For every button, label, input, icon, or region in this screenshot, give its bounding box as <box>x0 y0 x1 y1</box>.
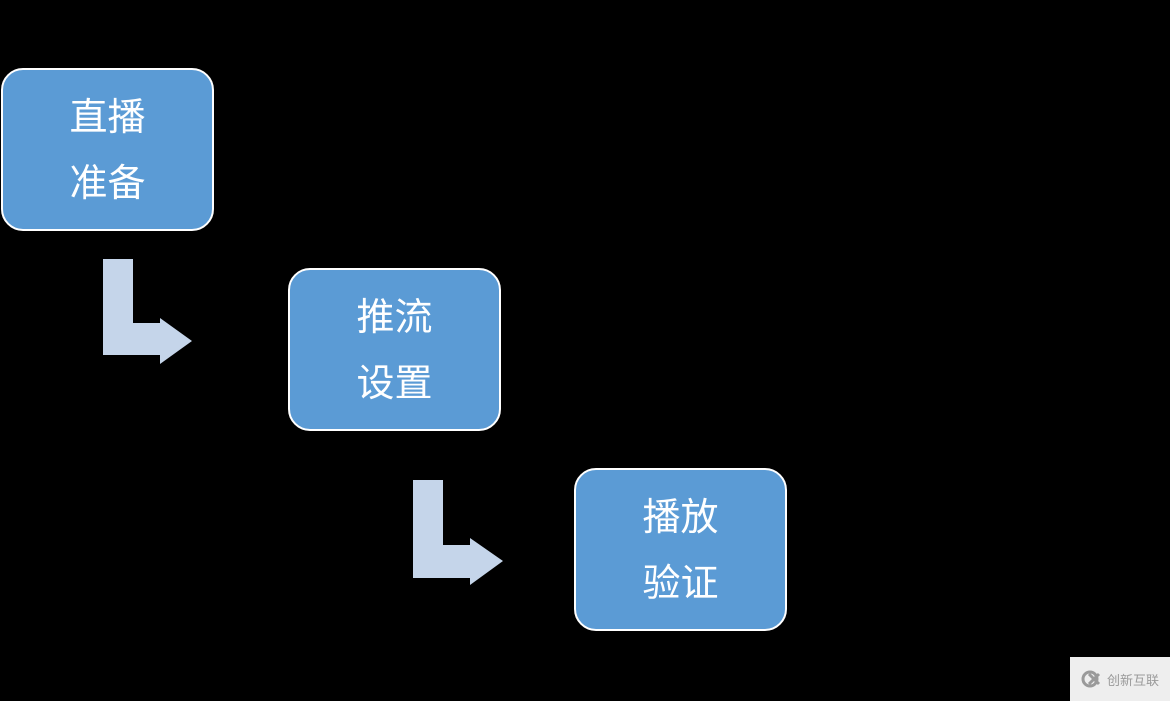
watermark: 创新互联 <box>1070 657 1170 701</box>
bent-arrow-2 <box>413 480 503 585</box>
step-label: 推流 <box>356 294 433 339</box>
step-box-live-prep: 直播 准备 <box>1 68 214 231</box>
step-box-push-settings: 推流 设置 <box>288 268 501 431</box>
step-label: 验证 <box>642 560 719 605</box>
step-label: 设置 <box>356 360 433 405</box>
watermark-text: 创新互联 <box>1106 673 1159 689</box>
step-box-playback-verify: 播放 验证 <box>574 468 787 631</box>
step-label: 直播 <box>69 94 146 139</box>
step-label: 播放 <box>642 494 719 539</box>
step-label: 准备 <box>69 160 146 205</box>
logo-icon <box>1081 670 1101 688</box>
bent-arrow-1 <box>103 259 192 364</box>
